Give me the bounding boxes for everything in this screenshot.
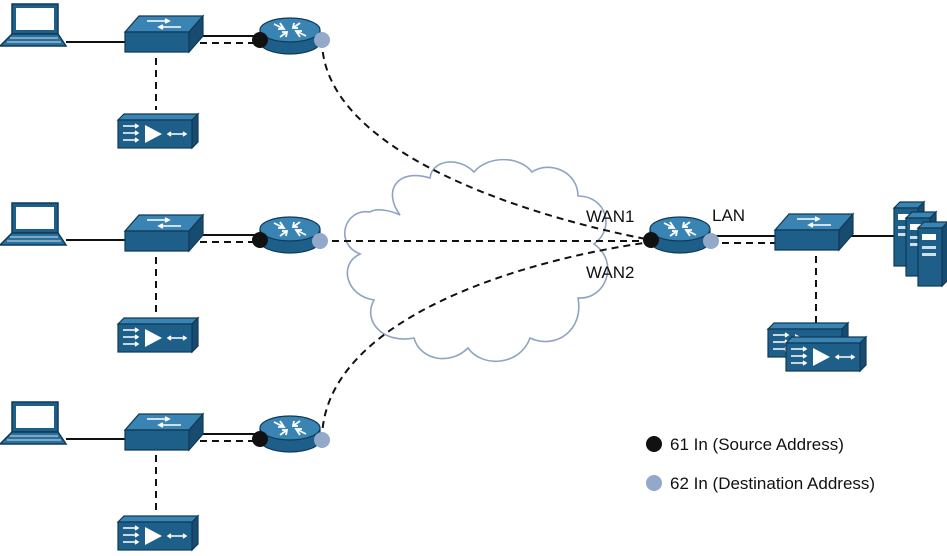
legend-destination-marker <box>646 475 662 491</box>
legend: 61 In (Source Address) 62 In (Destinatio… <box>646 435 875 493</box>
router-3-icon <box>259 415 321 453</box>
appliance-2-icon <box>117 317 199 353</box>
hub-switch-icon <box>774 213 854 251</box>
laptop-3-icon <box>0 401 67 445</box>
solid-links <box>66 35 896 440</box>
destination-dots <box>312 32 719 448</box>
router-2-icon <box>259 216 321 254</box>
legend-source-marker <box>646 436 662 452</box>
lan-label: LAN <box>712 206 745 225</box>
wan2-label: WAN2 <box>586 263 635 282</box>
switch-1-icon <box>124 15 204 53</box>
appliance-1-icon <box>117 113 199 149</box>
legend-source-text: 61 In (Source Address) <box>670 435 844 454</box>
legend-destination-text: 62 In (Destination Address) <box>670 474 875 493</box>
switch-2-icon <box>124 214 204 252</box>
switch-3-icon <box>124 413 204 451</box>
hub-router-icon <box>649 216 711 254</box>
server-3-icon <box>917 221 947 287</box>
wan1-label: WAN1 <box>586 207 635 226</box>
laptop-2-icon <box>0 202 67 246</box>
source-dots <box>252 32 659 447</box>
laptop-1-icon <box>0 3 67 47</box>
router-1-icon <box>259 17 321 55</box>
hub-appliance-front-icon <box>785 336 867 372</box>
dashed-links <box>155 39 817 512</box>
appliance-3-icon <box>117 515 199 551</box>
wan-cloud <box>344 158 609 362</box>
